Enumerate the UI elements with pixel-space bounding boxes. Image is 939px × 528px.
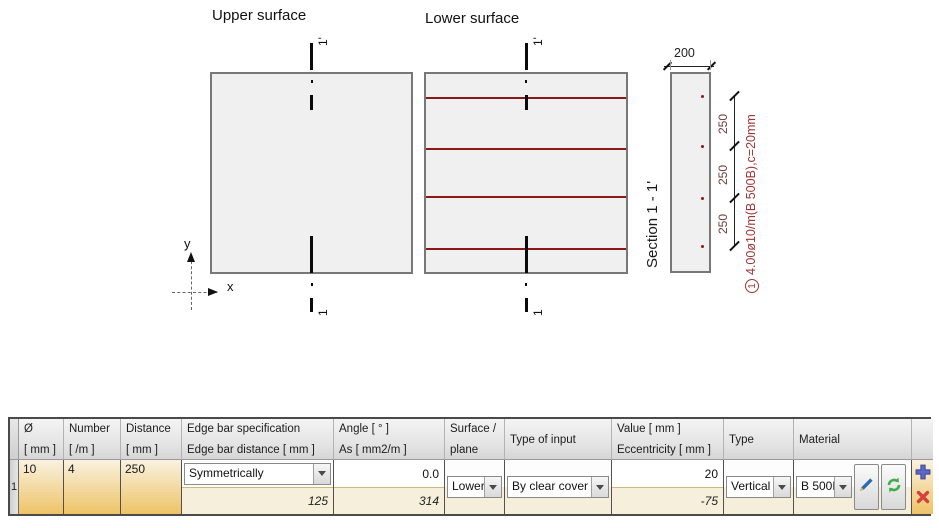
col-header-material: Material bbox=[794, 419, 912, 460]
cell-angle: 0.0 314 bbox=[334, 460, 445, 514]
cell-number[interactable]: 4 bbox=[64, 460, 121, 514]
section-cut-label-top: 1' bbox=[316, 37, 330, 46]
cell-value: 20 -75 bbox=[612, 460, 724, 514]
cell-material: B 500B bbox=[794, 460, 912, 514]
axis-line bbox=[191, 256, 192, 310]
rebar-dot bbox=[701, 197, 704, 200]
refresh-material-button[interactable] bbox=[881, 464, 906, 510]
row-header[interactable]: 1 bbox=[10, 460, 19, 514]
delete-row-button[interactable] bbox=[914, 489, 932, 511]
plus-icon bbox=[915, 464, 931, 485]
x-axis-arrow-icon bbox=[208, 288, 218, 296]
section-cut-mark bbox=[524, 95, 528, 110]
refresh-icon bbox=[885, 476, 903, 499]
dimension-line bbox=[664, 66, 714, 67]
angle-input[interactable]: 0.0 bbox=[334, 460, 444, 487]
section-cut-mark bbox=[524, 236, 528, 273]
type-of-input-select[interactable]: By clear cover bbox=[507, 476, 609, 498]
dropdown-arrow-icon[interactable] bbox=[773, 477, 790, 497]
annotation-text: 4.00ø10/m(B 500B),c=20mm bbox=[744, 114, 758, 275]
rebar-dot bbox=[701, 245, 704, 248]
edit-material-button[interactable] bbox=[854, 464, 879, 510]
material-select[interactable]: B 500B bbox=[796, 476, 852, 498]
col-header-type: Type bbox=[724, 419, 794, 460]
cell-type-of-input: By clear cover bbox=[505, 460, 612, 514]
annotation-index-badge: 1 bbox=[745, 279, 759, 293]
extension-line bbox=[670, 60, 671, 70]
cell-type: Vertical bbox=[724, 460, 794, 514]
x-axis-label: x bbox=[227, 279, 234, 294]
centerline-dot bbox=[525, 283, 527, 286]
edge-bar-spec-value: Symmetrically bbox=[189, 465, 264, 480]
section-cut-mark bbox=[524, 43, 528, 70]
cell-distance[interactable]: 250 bbox=[121, 460, 182, 514]
dimension-line bbox=[734, 96, 735, 247]
dropdown-arrow-icon[interactable] bbox=[591, 477, 608, 497]
col-header-number: Number [ /m ] bbox=[64, 419, 121, 460]
dropdown-arrow-icon[interactable] bbox=[834, 477, 851, 497]
edge-bar-spec-select[interactable]: Symmetrically bbox=[184, 462, 331, 485]
lower-surface-title: Lower surface bbox=[425, 10, 520, 27]
spacing-dimension: 250 bbox=[716, 213, 730, 234]
reinforcement-table: Ø [ mm ] Number [ /m ] Distance [ mm ] E… bbox=[8, 417, 933, 516]
section-view-slab bbox=[670, 72, 711, 273]
rebar-annotation: 1 4.00ø10/m(B 500B),c=20mm bbox=[744, 114, 759, 293]
y-axis-label: y bbox=[184, 236, 191, 251]
type-of-input-value: By clear cover bbox=[512, 479, 589, 493]
centerline-dot bbox=[310, 80, 313, 83]
delete-x-icon bbox=[916, 490, 930, 509]
centerline-dot bbox=[525, 80, 527, 83]
pencil-icon bbox=[858, 476, 875, 498]
add-row-button[interactable] bbox=[914, 464, 932, 486]
cell-edge-bar: Symmetrically 125 bbox=[182, 460, 334, 514]
spacing-dimension: 250 bbox=[716, 113, 730, 134]
section-cut-mark bbox=[524, 298, 528, 312]
col-header-edge-bar: Edge bar specification Edge bar distance… bbox=[182, 419, 334, 460]
upper-surface-title: Upper surface bbox=[212, 7, 307, 24]
table-corner-header bbox=[10, 419, 19, 460]
type-select[interactable]: Vertical bbox=[726, 476, 791, 498]
col-header-angle: Angle [ ° ] As [ mm2/m ] bbox=[334, 419, 445, 460]
section-cut-mark bbox=[310, 236, 313, 273]
surface-select[interactable]: Lower bbox=[447, 476, 502, 498]
centerline-dot bbox=[310, 283, 313, 286]
section-cut-label-bottom: 1 bbox=[531, 309, 545, 316]
extension-line bbox=[710, 60, 711, 70]
section-cut-mark bbox=[310, 43, 313, 70]
value-input[interactable]: 20 bbox=[612, 460, 723, 487]
type-value: Vertical bbox=[731, 479, 771, 493]
width-dimension: 200 bbox=[674, 46, 695, 60]
dropdown-arrow-icon[interactable] bbox=[313, 463, 330, 484]
rebar-line bbox=[426, 196, 626, 198]
col-header-actions bbox=[912, 419, 933, 460]
surface-value: Lower bbox=[452, 479, 484, 493]
rebar-dot bbox=[701, 95, 704, 98]
dropdown-arrow-icon[interactable] bbox=[484, 477, 501, 497]
cell-row-actions bbox=[912, 460, 933, 514]
section-cut-mark bbox=[310, 298, 313, 312]
y-axis-arrow-icon bbox=[187, 252, 195, 262]
section-cut-label-bottom: 1 bbox=[316, 309, 330, 316]
edge-bar-distance-value: 125 bbox=[182, 487, 333, 514]
spacing-dimension: 250 bbox=[716, 164, 730, 185]
material-value: B 500B bbox=[801, 479, 834, 493]
rebar-dot bbox=[701, 145, 704, 148]
as-value: 314 bbox=[334, 487, 444, 514]
col-header-diameter: Ø [ mm ] bbox=[19, 419, 64, 460]
cell-diameter[interactable]: 10 bbox=[19, 460, 64, 514]
eccentricity-value: -75 bbox=[612, 487, 723, 514]
cell-surface: Lower bbox=[445, 460, 505, 514]
section-title: Section 1 - 1' bbox=[644, 180, 661, 268]
rebar-line bbox=[426, 148, 626, 150]
axis-line bbox=[172, 292, 217, 293]
col-header-surface: Surface / plane bbox=[445, 419, 505, 460]
col-header-value: Value [ mm ] Eccentricity [ mm ] bbox=[612, 419, 724, 460]
dimension-tick bbox=[706, 61, 717, 71]
col-header-type-of-input: Type of input bbox=[505, 419, 612, 460]
section-cut-label-top: 1' bbox=[531, 37, 545, 46]
section-cut-mark bbox=[310, 95, 313, 110]
col-header-distance: Distance [ mm ] bbox=[121, 419, 182, 460]
